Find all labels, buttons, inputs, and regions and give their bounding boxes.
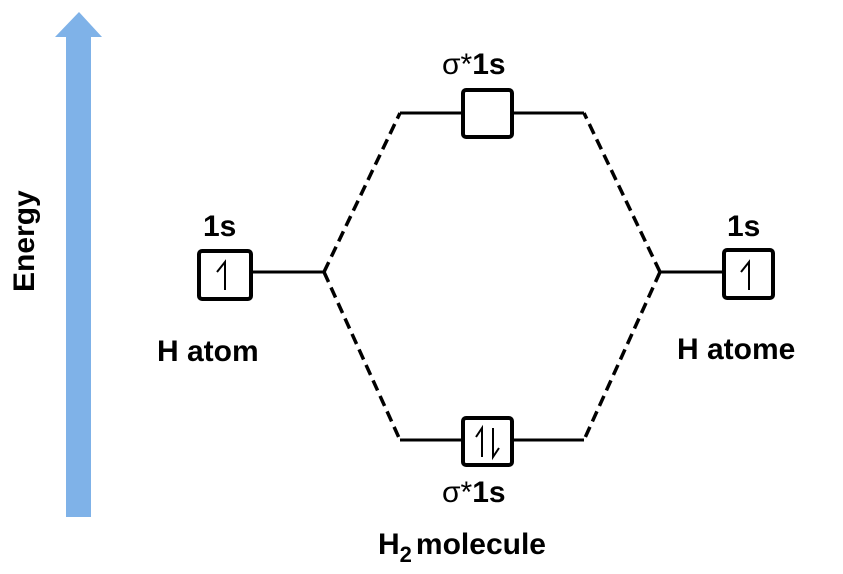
spin-up-electron-icon (740, 259, 750, 290)
left-atom-name: H atom (157, 335, 259, 368)
spin-down-electron-icon (492, 428, 500, 461)
molecule-subscript: 2 (399, 542, 412, 567)
sigma-star-symbol: σ* (442, 48, 473, 81)
right-atom-orbital (660, 248, 775, 300)
spin-up-electron-icon (475, 424, 483, 457)
right-atom-name: H atome (677, 333, 796, 366)
right-orbital-label: 1s (727, 210, 761, 243)
antibonding-orbital-name: 1s (472, 48, 506, 81)
bonding-orbital-name: 1s (472, 476, 506, 509)
antibonding-label: σ*1s (442, 50, 506, 80)
left-orbital-label: 1s (203, 210, 237, 243)
bonding-orbital (400, 416, 584, 467)
antibonding-orbital (400, 88, 584, 139)
energy-arrow-icon (55, 12, 102, 517)
bonding-label: σ*1s (442, 478, 506, 508)
energy-axis-label: Energy (8, 190, 41, 292)
left-atom-orbital (197, 249, 324, 301)
correlation-lines (322, 112, 662, 441)
sigma-star-symbol: σ* (442, 476, 473, 509)
molecule-prefix: H (378, 528, 400, 561)
spin-up-electron-icon (216, 259, 226, 290)
molecule-suffix: molecule (415, 528, 546, 561)
